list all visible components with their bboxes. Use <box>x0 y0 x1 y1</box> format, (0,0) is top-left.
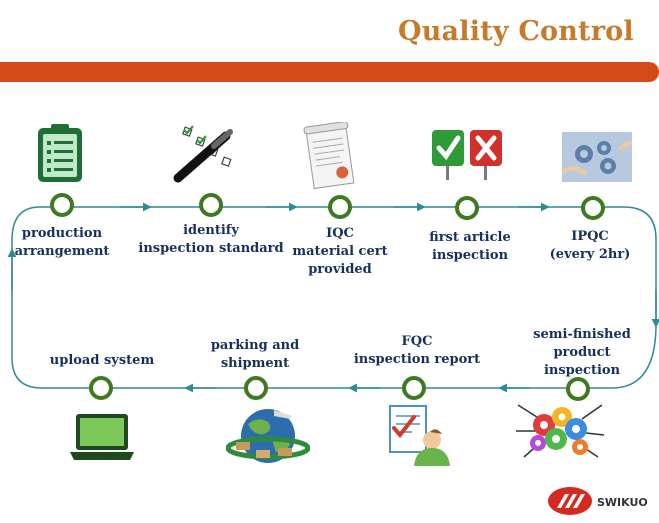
page-title: Quality Control <box>398 16 634 47</box>
flow-node <box>50 193 74 217</box>
laptop-icon <box>70 414 134 460</box>
gears-hands-icon <box>562 132 632 182</box>
clipboard-checklist-icon <box>38 124 82 182</box>
report-person-icon <box>389 405 450 466</box>
step-ipqc-label: IPQC(every 2hr) <box>549 229 631 262</box>
flow-node <box>328 195 352 219</box>
colorful-gears-icon <box>516 404 605 458</box>
flow-node <box>581 196 605 220</box>
flow-node <box>89 376 113 400</box>
pen-checkboxes-icon <box>173 125 233 183</box>
flow-node <box>244 376 268 400</box>
swikuo-logo-icon <box>548 487 592 515</box>
brand-name: SWIKUO <box>597 496 648 509</box>
flow-node <box>566 377 590 401</box>
check-cross-signs-icon <box>432 130 502 180</box>
flow-node <box>455 196 479 220</box>
globe-logistics-icon <box>226 409 310 463</box>
step-upload-label: upload system <box>49 353 155 368</box>
header-banner <box>0 62 659 82</box>
flow-node <box>199 193 223 217</box>
flow-node <box>402 376 426 400</box>
flow-loop-line <box>11 206 657 389</box>
certificate-scroll-icon <box>303 122 355 190</box>
